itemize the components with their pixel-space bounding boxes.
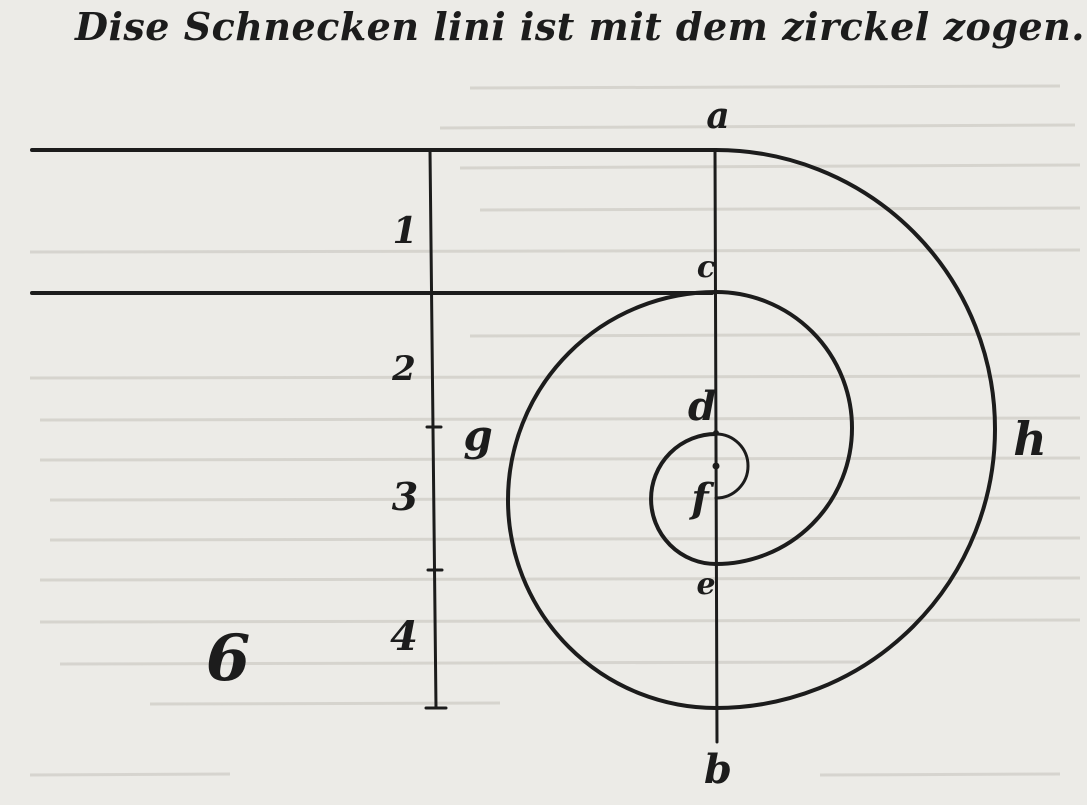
label-c: c: [697, 250, 715, 285]
spiral-inner-arc: [714, 432, 750, 500]
scale-label-4: 4: [390, 613, 418, 660]
spiral-outer-arc: [714, 148, 997, 710]
scale-label-6: 6: [206, 621, 251, 696]
label-d: d: [688, 383, 716, 430]
spiral-second-arc: [506, 290, 718, 710]
point-d: [713, 430, 719, 436]
label-e: e: [696, 567, 715, 602]
label-h: h: [1013, 412, 1046, 466]
scale-label-1: 1: [392, 210, 417, 252]
diagram-title: Dise Schnecken lini ist mit dem zirckel …: [75, 4, 1085, 49]
spiral-fourth-arc: [649, 432, 718, 566]
spiral-third-arc: [714, 290, 854, 566]
label-g: g: [463, 411, 492, 460]
scale-label-2: 2: [391, 349, 416, 389]
label-f: f: [688, 475, 714, 522]
scale-label-3: 3: [392, 474, 418, 519]
diagram-strokes: [30, 148, 997, 744]
label-b: b: [704, 746, 732, 793]
axis-a-b: [713, 148, 719, 744]
center-point: [712, 462, 720, 470]
label-a: a: [706, 95, 729, 137]
scale-vertical-line: [428, 148, 438, 710]
